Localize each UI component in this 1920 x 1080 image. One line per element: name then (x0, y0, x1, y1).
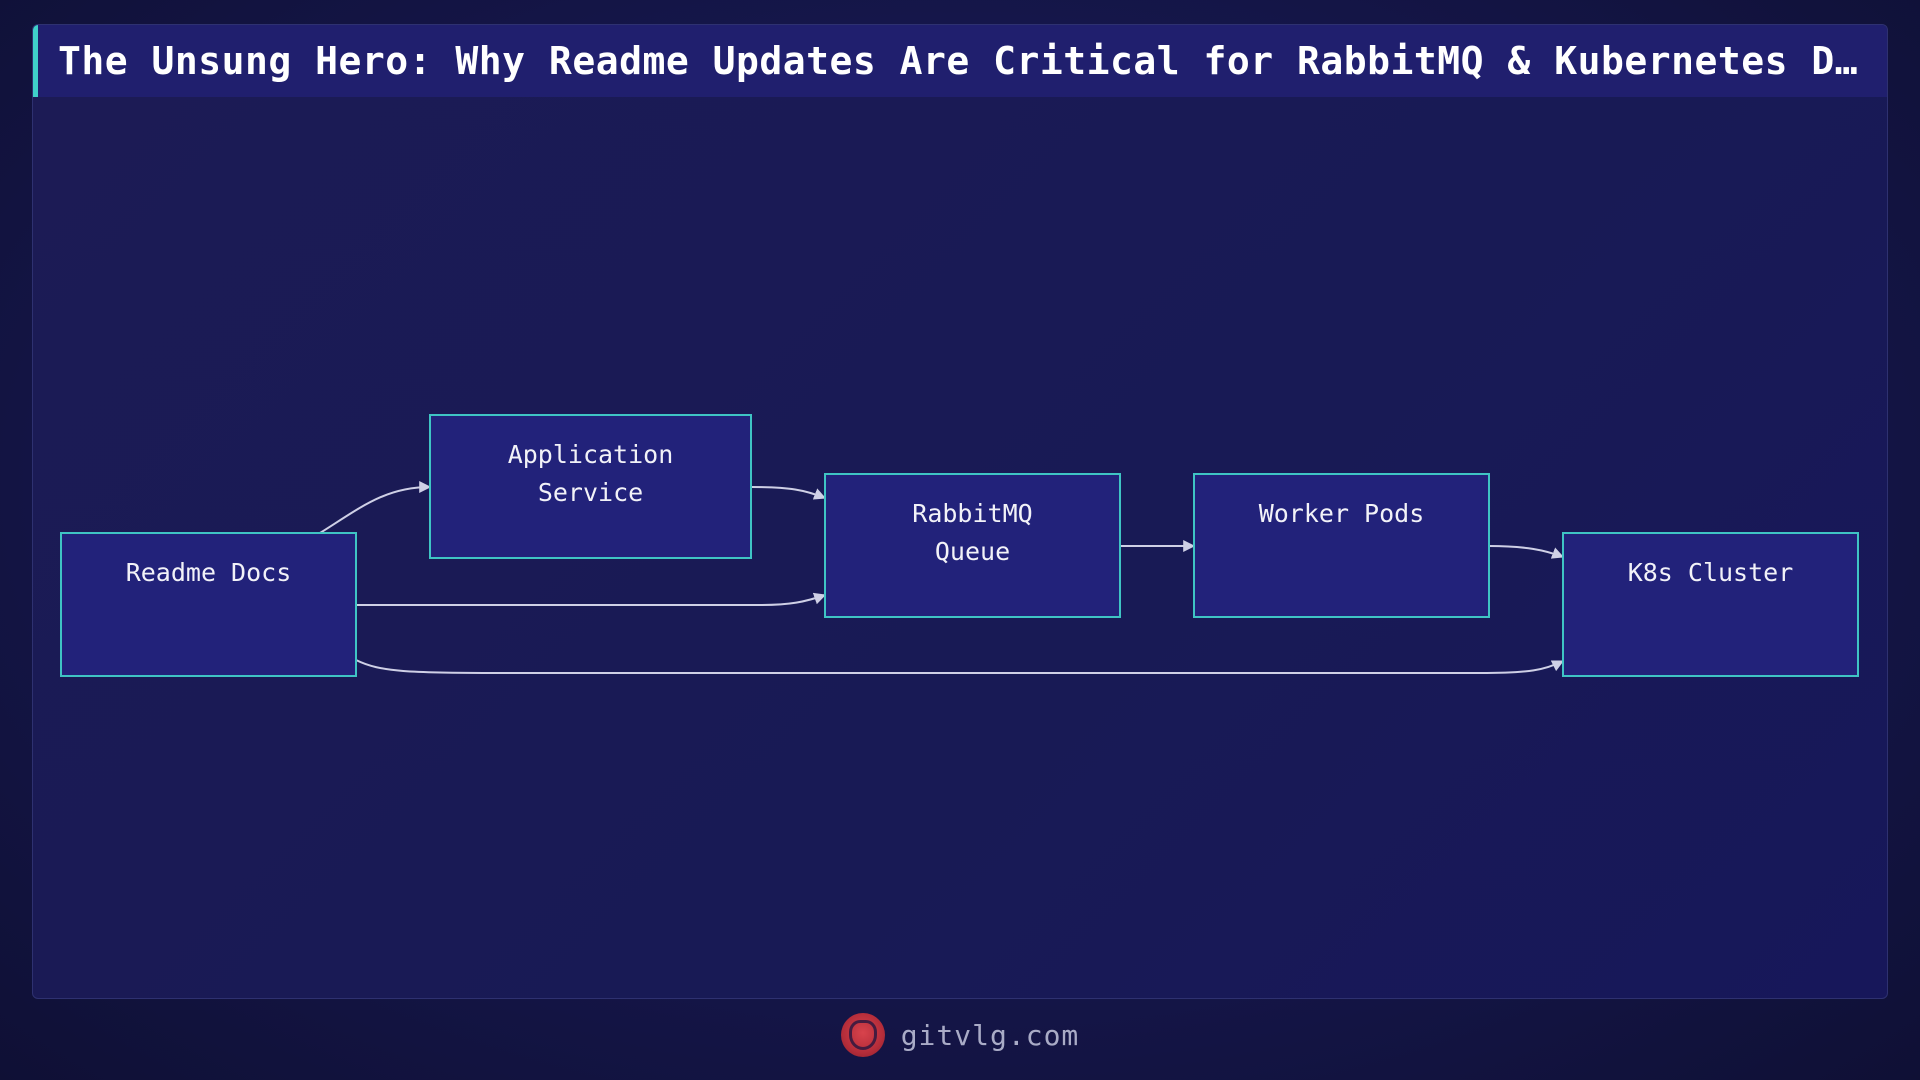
node-label: RabbitMQ (912, 499, 1032, 528)
node-box (429, 414, 752, 559)
node-label: Application (508, 440, 674, 469)
lion-head-icon (840, 1013, 885, 1057)
footer: gitvlg.com (0, 1010, 1920, 1060)
node-label: Readme Docs (126, 558, 292, 587)
node-box (1193, 473, 1490, 618)
edge-app-to-rabbit (750, 486, 827, 500)
edge-worker-to-k8s (1488, 545, 1565, 559)
site-link[interactable]: gitvlg.com (900, 1018, 1080, 1052)
node-label: Worker Pods (1259, 499, 1425, 528)
edge-readme-to-k8s (355, 659, 1565, 674)
node-label: Service (538, 478, 643, 507)
node-label: K8s Cluster (1628, 558, 1794, 587)
title-bar: The Unsung Hero: Why Readme Updates Are … (33, 25, 1887, 97)
node-rabbit[interactable]: RabbitMQ Queue (824, 473, 1121, 618)
edge-readme-to-rabbit (356, 592, 827, 606)
node-box (60, 532, 357, 677)
node-k8s[interactable]: K8s Cluster (1562, 532, 1859, 677)
node-box (824, 473, 1121, 618)
node-box (1562, 532, 1859, 677)
edge-readme-to-app (319, 481, 432, 534)
node-readme[interactable]: Readme Docs (60, 532, 357, 677)
diagram-panel: The Unsung Hero: Why Readme Updates Are … (32, 24, 1888, 999)
node-worker[interactable]: Worker Pods (1193, 473, 1490, 618)
edges-layer (319, 481, 1565, 674)
node-label: Queue (935, 537, 1010, 566)
